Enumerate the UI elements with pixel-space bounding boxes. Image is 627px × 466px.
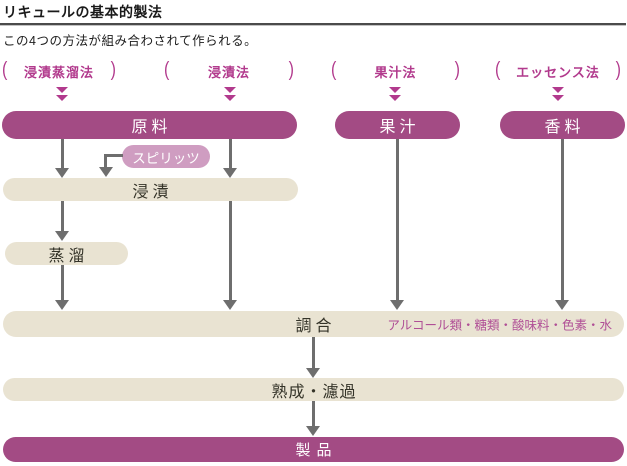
node-distillation: 蒸溜 <box>5 242 128 265</box>
page-subtitle: この4つの方法が組み合わされて作られる。 <box>3 34 258 48</box>
arrow-blending-to-aging <box>306 337 320 378</box>
title-rule <box>0 23 626 26</box>
spirits-connector-horizontal <box>104 154 123 157</box>
node-spirits: スピリッツ <box>122 145 210 168</box>
spirits-connector-vertical <box>104 154 107 168</box>
node-raw-material: 原料 <box>2 111 297 139</box>
arrow-raw-to-maceration-left <box>55 139 69 178</box>
close-paren: ) <box>288 59 294 81</box>
node-flavoring: 香料 <box>500 111 625 139</box>
method-name: 浸漬蒸溜法 <box>23 64 94 80</box>
open-paren: ( <box>2 59 8 81</box>
node-maceration: 浸漬 <box>3 178 298 201</box>
page-title: リキュールの基本的製法 <box>3 4 163 20</box>
blending-label: 調合 <box>295 316 336 335</box>
open-paren: ( <box>164 59 170 81</box>
spirits-connector-arrowhead <box>99 167 113 177</box>
open-paren: ( <box>331 59 337 81</box>
arrow-aging-to-product <box>306 401 320 436</box>
arrow-maceration-to-distillation <box>55 201 69 241</box>
close-paren: ) <box>110 59 116 81</box>
method-name: エッセンス法 <box>516 64 600 80</box>
close-paren: ) <box>615 59 621 81</box>
arrow-raw-to-maceration-right <box>223 139 237 178</box>
node-aging-filtration: 熟成・濾過 <box>3 378 624 401</box>
method-label-maceration-distillation: ( 浸漬蒸溜法 ) <box>2 59 116 81</box>
blending-ingredients-note: アルコール類・糖類・酸味料・色素・水 <box>387 318 612 333</box>
method-label-fruit-juice: ( 果汁法 ) <box>331 59 460 81</box>
chevron-down-icon <box>551 87 565 103</box>
chevron-down-icon <box>223 87 237 103</box>
arrow-maceration-to-blending <box>223 201 237 310</box>
arrow-flavoring-to-blending <box>555 139 569 310</box>
method-name: 浸漬法 <box>207 64 250 80</box>
method-label-maceration: ( 浸漬法 ) <box>164 59 294 81</box>
node-product: 製品 <box>3 437 624 462</box>
node-blending: 調合 アルコール類・糖類・酸味料・色素・水 <box>3 311 624 337</box>
open-paren: ( <box>495 59 501 81</box>
chevron-down-icon <box>388 87 402 103</box>
close-paren: ) <box>454 59 460 81</box>
chevron-down-icon <box>55 87 69 103</box>
arrow-juice-to-blending <box>390 139 404 310</box>
method-label-essence: ( エッセンス法 ) <box>495 59 621 81</box>
method-name: 果汁法 <box>374 64 417 80</box>
node-fruit-juice: 果汁 <box>335 111 460 139</box>
arrow-distillation-to-blending <box>55 265 69 310</box>
